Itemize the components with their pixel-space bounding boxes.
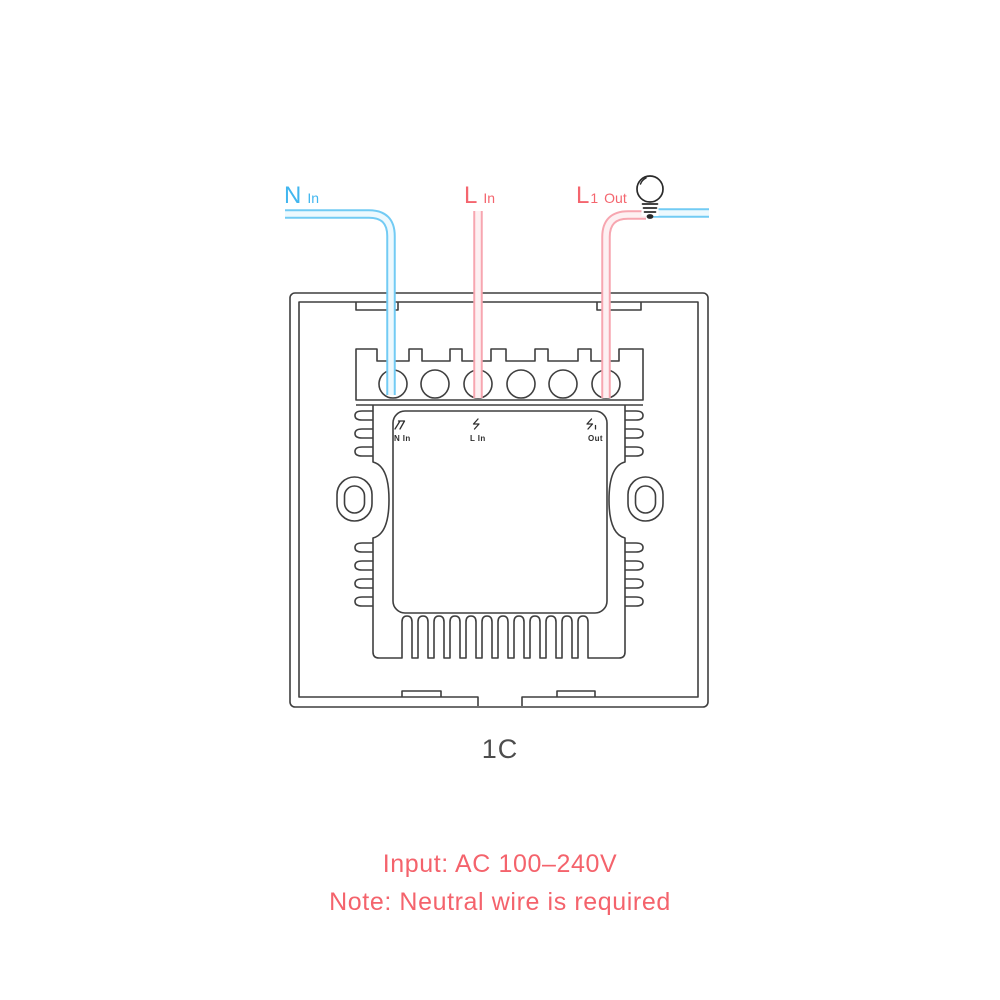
- neutral-wire-label-main: N: [284, 182, 302, 209]
- live-in-wire-label: L In: [464, 184, 495, 208]
- right-screw-slot-inner: [634, 485, 657, 514]
- neutral-terminal-label: N In: [394, 434, 411, 443]
- live-in-wire-label-main: L: [464, 182, 478, 209]
- terminal-screw-4: [506, 369, 536, 399]
- panel-top-tabs: [355, 302, 642, 311]
- panel-inner-frame: [298, 301, 699, 706]
- live-out-wire-label-number: 1: [590, 190, 599, 206]
- wires: [285, 208, 709, 398]
- live-terminal-label: L In: [470, 434, 486, 443]
- panel-body-outline: [372, 405, 626, 659]
- switch-module: [392, 410, 608, 614]
- neutral-wire: [285, 209, 396, 395]
- terminal-screws: [378, 369, 621, 399]
- neutral-required-note: Note: Neutral wire is required: [329, 888, 671, 916]
- left-screw-slot-inner: [343, 485, 366, 514]
- mounting-screw-slots: [336, 476, 664, 522]
- switch-panel-drawing: [289, 292, 709, 708]
- out-terminal-label: Out: [588, 434, 603, 443]
- neutral-terminal-icon: [394, 420, 406, 430]
- model-label: 1C: [481, 734, 519, 764]
- input-spec-note: Input: AC 100–240V: [382, 850, 618, 878]
- live-terminal-icon: [472, 418, 480, 430]
- live-out-wire-label: L1 Out: [576, 184, 627, 208]
- neutral-wire-label-sub: In: [307, 190, 320, 206]
- terminal-screw-2: [420, 369, 450, 399]
- panel-outer-frame: [289, 292, 709, 708]
- neutral-wire-label: N In: [284, 184, 319, 208]
- live-out-wire-label-main: L: [576, 182, 590, 209]
- live-in-wire-label-sub: In: [483, 190, 496, 206]
- right-side-fins: [625, 410, 644, 607]
- out-terminal-icon: [586, 418, 597, 430]
- left-side-fins: [354, 410, 373, 607]
- light-bulb-icon: [636, 175, 664, 219]
- terminal-block: [355, 348, 644, 401]
- live-out-wire: [601, 210, 646, 398]
- terminal-icons: [394, 418, 597, 430]
- live-out-wire-label-sub: Out: [604, 190, 627, 206]
- terminal-screw-5: [548, 369, 578, 399]
- panel-bottom-tabs: [401, 690, 596, 697]
